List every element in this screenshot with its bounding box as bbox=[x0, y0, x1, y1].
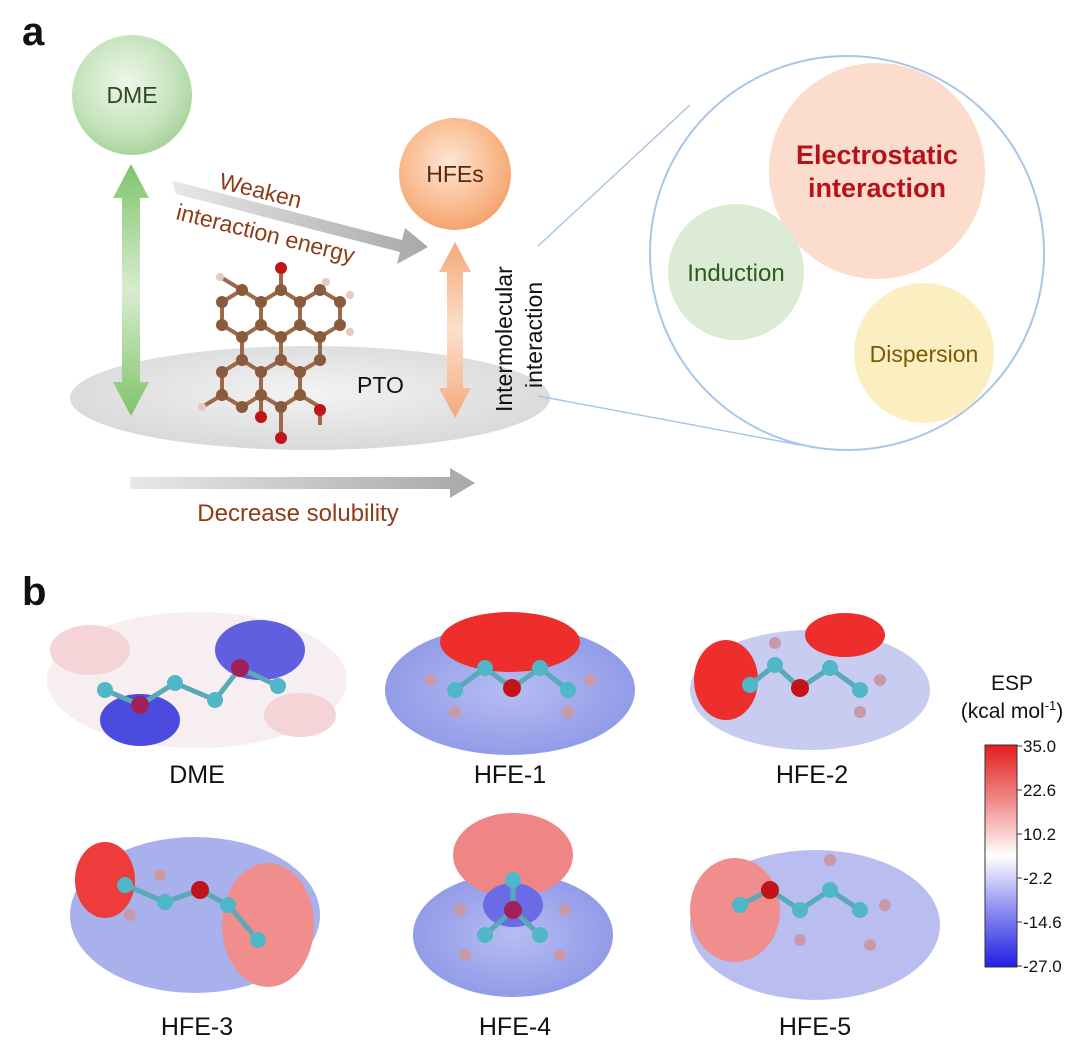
hfes-label: HFEs bbox=[426, 161, 484, 187]
esp-surface-hfe-5 bbox=[690, 850, 940, 1000]
colorbar-title-line1: ESP bbox=[991, 672, 1033, 695]
decrease-solubility-arrow bbox=[130, 468, 475, 498]
zoom-line-top bbox=[537, 104, 691, 247]
esp-surface-hfe-4 bbox=[413, 813, 613, 997]
pto-disk bbox=[70, 346, 550, 450]
colorbar-title-sup: -1 bbox=[1045, 698, 1057, 713]
colorbar-title-unit: (kcal mol bbox=[961, 700, 1045, 723]
mol-label-dme: DME bbox=[169, 761, 225, 789]
mol-label-hfe-4: HFE-4 bbox=[479, 1013, 551, 1041]
colorbar-gradient bbox=[984, 744, 1018, 968]
panel-a-letter: a bbox=[22, 10, 45, 54]
electrostatic-label-line1: Electrostatic bbox=[796, 140, 958, 170]
dme-label: DME bbox=[106, 82, 157, 108]
panel-b-letter: b bbox=[22, 570, 46, 614]
hfes-sphere: HFEs bbox=[399, 118, 511, 230]
dispersion-circle bbox=[854, 283, 994, 423]
colorbar-tick-1: 22.6 bbox=[1023, 781, 1056, 800]
green-double-arrow bbox=[113, 164, 149, 416]
mol-label-hfe-1: HFE-1 bbox=[474, 761, 546, 789]
esp-surface-hfe-2 bbox=[690, 613, 930, 750]
esp-colorbar: ESP (kcal mol-1) 35.0 22.6 10.2 -2.2 -14… bbox=[961, 672, 1064, 976]
pto-atoms bbox=[198, 262, 354, 444]
decrease-solubility-label: Decrease solubility bbox=[197, 500, 398, 527]
colorbar-title-line2: (kcal mol-1) bbox=[961, 698, 1064, 723]
intermolecular-line1: Intermolecular bbox=[491, 266, 517, 412]
esp-surface-dme bbox=[47, 612, 347, 748]
mol-label-hfe-2: HFE-2 bbox=[776, 761, 848, 789]
zoom-line-bottom bbox=[537, 395, 801, 446]
colorbar-tick-5: -27.0 bbox=[1023, 957, 1062, 976]
colorbar-tick-3: -2.2 bbox=[1023, 869, 1052, 888]
orange-double-arrow bbox=[439, 242, 471, 418]
colorbar-tick-0: 35.0 bbox=[1023, 737, 1056, 756]
electrostatic-label-line2: interaction bbox=[808, 173, 946, 203]
weaken-arrow bbox=[172, 181, 428, 264]
pto-label: PTO bbox=[357, 372, 404, 398]
esp-surface-hfe-1 bbox=[385, 612, 635, 755]
dme-sphere: DME bbox=[72, 35, 192, 155]
mol-label-hfe-5: HFE-5 bbox=[779, 1013, 851, 1041]
electrostatic-circle bbox=[769, 63, 985, 279]
induction-label: Induction bbox=[687, 260, 784, 287]
esp-surface-hfe-3 bbox=[70, 837, 320, 993]
intermolecular-line2: interaction bbox=[521, 282, 547, 388]
dispersion-label: Dispersion bbox=[870, 341, 979, 367]
colorbar-title-close: ) bbox=[1056, 700, 1063, 723]
mol-label-hfe-3: HFE-3 bbox=[161, 1013, 233, 1041]
colorbar-tick-4: -14.6 bbox=[1023, 913, 1062, 932]
induction-circle bbox=[668, 204, 804, 340]
colorbar-tick-2: 10.2 bbox=[1023, 825, 1056, 844]
